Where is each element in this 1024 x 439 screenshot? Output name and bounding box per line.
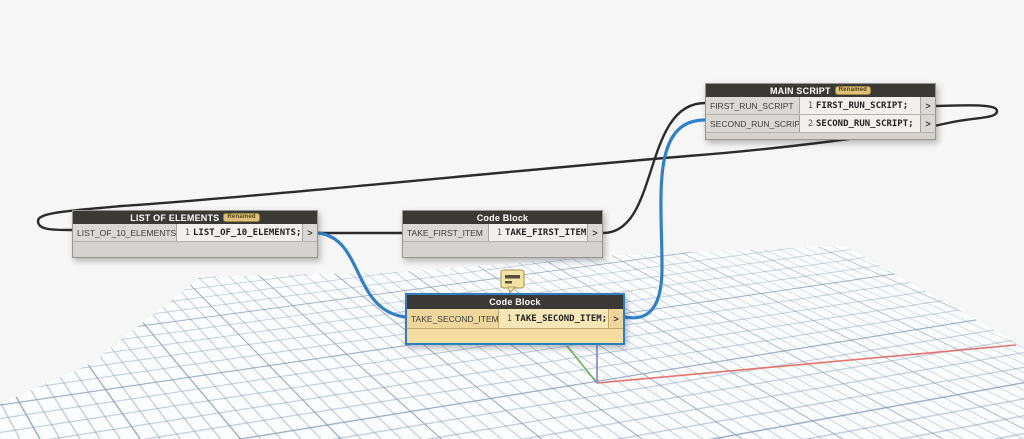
note-bubble-icon[interactable] bbox=[499, 268, 527, 296]
input-port-label[interactable]: FIRST_RUN_SCRIPT bbox=[706, 97, 800, 114]
renamed-badge: Renamed bbox=[835, 86, 871, 95]
code-block-row: TAKE_SECOND_ITEM 1 TAKE_SECOND_ITEM; > bbox=[407, 309, 623, 329]
output-port[interactable]: > bbox=[587, 224, 602, 241]
code-text: LIST_OF_10_ELEMENTS; bbox=[193, 228, 301, 238]
input-port-label[interactable]: TAKE_SECOND_ITEM bbox=[407, 309, 499, 328]
node-title: LIST OF ELEMENTS bbox=[130, 213, 219, 223]
code-block-row: TAKE_FIRST_ITEM 1 TAKE_FIRST_ITEM; > bbox=[403, 224, 602, 242]
code-cell[interactable]: 2 SECOND_RUN_SCRIPT; bbox=[800, 115, 920, 132]
line-number: 2 bbox=[800, 119, 816, 129]
wire-first-to-main[interactable] bbox=[603, 103, 705, 233]
input-port-label[interactable]: SECOND_RUN_SCRIPT bbox=[706, 115, 800, 132]
code-block-row: FIRST_RUN_SCRIPT 1 FIRST_RUN_SCRIPT; > bbox=[706, 97, 935, 115]
node-body bbox=[73, 242, 317, 257]
node-title: Code Block bbox=[489, 297, 541, 307]
code-text: TAKE_SECOND_ITEM; bbox=[515, 314, 607, 324]
node-body bbox=[706, 133, 935, 139]
code-block-row: SECOND_RUN_SCRIPT 2 SECOND_RUN_SCRIPT; > bbox=[706, 115, 935, 133]
code-text: FIRST_RUN_SCRIPT; bbox=[816, 101, 908, 111]
line-number: 1 bbox=[800, 101, 816, 111]
code-text: TAKE_FIRST_ITEM; bbox=[505, 228, 592, 238]
renamed-badge: Renamed bbox=[223, 213, 259, 222]
node-header[interactable]: Code Block bbox=[403, 211, 602, 224]
line-number: 1 bbox=[489, 228, 505, 238]
node-code-block-second[interactable]: Code Block TAKE_SECOND_ITEM 1 TAKE_SECON… bbox=[405, 293, 625, 345]
line-number: 1 bbox=[177, 228, 193, 238]
code-block-row: LIST_OF_10_ELEMENTS 1 LIST_OF_10_ELEMENT… bbox=[73, 224, 317, 242]
node-main-script[interactable]: MAIN SCRIPT Renamed FIRST_RUN_SCRIPT 1 F… bbox=[705, 83, 936, 140]
node-list-of-elements[interactable]: LIST OF ELEMENTS Renamed LIST_OF_10_ELEM… bbox=[72, 210, 318, 258]
node-title: MAIN SCRIPT bbox=[770, 86, 831, 96]
output-port[interactable]: > bbox=[920, 115, 935, 132]
code-cell[interactable]: 1 TAKE_FIRST_ITEM; bbox=[489, 224, 587, 241]
code-cell[interactable]: 1 LIST_OF_10_ELEMENTS; bbox=[177, 224, 302, 241]
line-number: 1 bbox=[499, 314, 515, 324]
output-port[interactable]: > bbox=[608, 309, 623, 328]
code-cell[interactable]: 1 TAKE_SECOND_ITEM; bbox=[499, 309, 608, 328]
node-body bbox=[407, 329, 623, 343]
code-text: SECOND_RUN_SCRIPT; bbox=[816, 119, 914, 129]
node-header[interactable]: LIST OF ELEMENTS Renamed bbox=[73, 211, 317, 224]
node-body bbox=[403, 242, 602, 257]
input-port-label[interactable]: LIST_OF_10_ELEMENTS bbox=[73, 224, 177, 241]
output-port[interactable]: > bbox=[920, 97, 935, 114]
node-header[interactable]: Code Block bbox=[407, 295, 623, 309]
output-port[interactable]: > bbox=[302, 224, 317, 241]
code-cell[interactable]: 1 FIRST_RUN_SCRIPT; bbox=[800, 97, 920, 114]
node-code-block-first[interactable]: Code Block TAKE_FIRST_ITEM 1 TAKE_FIRST_… bbox=[402, 210, 603, 258]
input-port-label[interactable]: TAKE_FIRST_ITEM bbox=[403, 224, 489, 241]
node-title: Code Block bbox=[477, 213, 529, 223]
node-header[interactable]: MAIN SCRIPT Renamed bbox=[706, 84, 935, 97]
